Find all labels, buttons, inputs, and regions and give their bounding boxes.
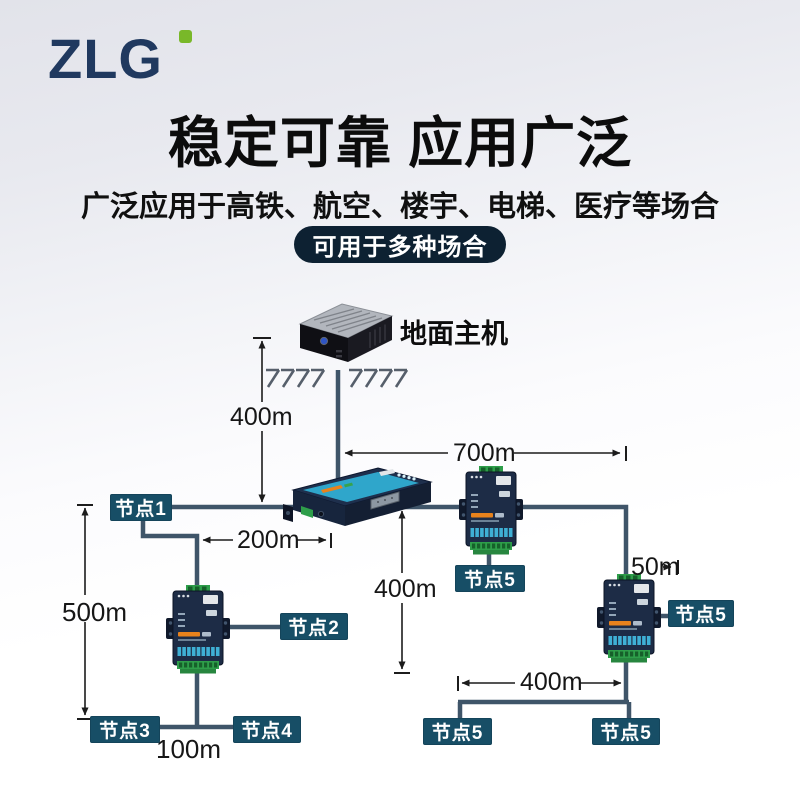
node-5-bottom-right-box: 节点5 xyxy=(592,718,660,745)
node-3-box: 节点3 xyxy=(90,716,160,743)
can-bridge-main-icon xyxy=(283,467,433,526)
distance-label-bottom-right-span: 400m xyxy=(520,668,583,696)
can-bridge-left-icon xyxy=(165,584,231,674)
node-2-box: 节点2 xyxy=(280,613,348,640)
distance-label-left-depth: 500m xyxy=(62,597,128,627)
node-4-box: 节点4 xyxy=(233,716,301,743)
node-5-top-box: 节点5 xyxy=(455,565,525,592)
page-subtitle: 广泛应用于高铁、航空、楼宇、电梯、医疗等场合 xyxy=(80,191,719,223)
scenario-badge: 可用于多种场合 xyxy=(294,226,506,263)
distance-label-bottom-left-span: 100m xyxy=(156,734,222,764)
node-5-right-box: 节点5 xyxy=(668,600,734,627)
distance-label-mid-depth: 400m xyxy=(374,575,437,603)
page-title: 稳定可靠 应用广泛 xyxy=(167,112,633,174)
zlg-logo: ZLG xyxy=(48,26,192,92)
zlg-logo-text: ZLG xyxy=(48,27,163,90)
ground-host-label: 地面主机 xyxy=(400,319,508,349)
node-5-bottom-left-box: 节点5 xyxy=(423,718,492,745)
distance-label-branch-offset: 200m xyxy=(237,526,300,554)
distance-label-surface-drop: 400m xyxy=(230,403,293,431)
can-bridge-top-right-icon xyxy=(458,465,524,555)
node-1-box: 节点1 xyxy=(110,494,172,521)
dimension-lines xyxy=(77,337,679,720)
distance-label-top-span: 700m xyxy=(453,439,516,467)
can-bridge-right-icon xyxy=(596,573,662,663)
zlg-logo-green-dot-icon xyxy=(179,30,192,43)
ground-host-computer-icon xyxy=(298,303,394,362)
distance-label-right-offset: 50m xyxy=(631,553,680,581)
